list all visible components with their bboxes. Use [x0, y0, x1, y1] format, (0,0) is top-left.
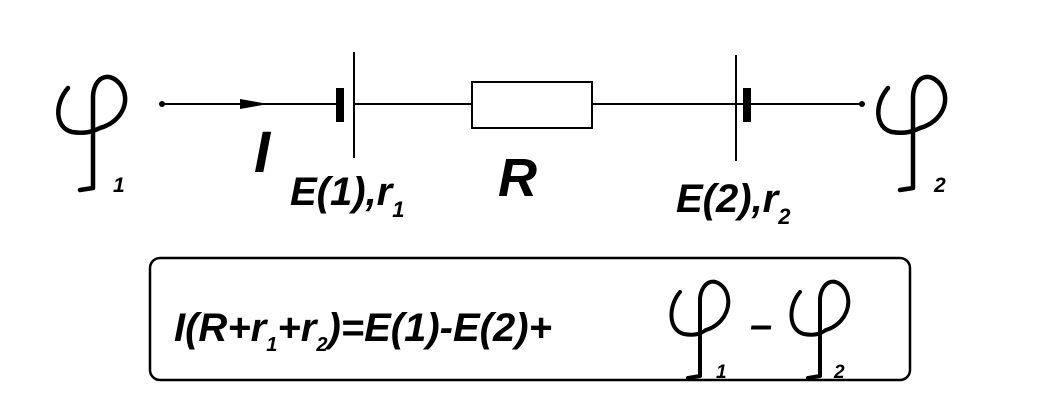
formula-sub-r2: 2 — [315, 334, 327, 356]
emf-2-long-plate — [735, 55, 737, 161]
formula-phi-2-index: 2 — [833, 362, 845, 383]
resistor-r — [471, 81, 593, 129]
formula-phi-1-index: 1 — [716, 362, 727, 383]
emf-1-source — [336, 52, 355, 158]
terminal-2-dot — [859, 101, 865, 107]
formula-text: I(R+r1+r2)=E(1)-E(2)+ — [174, 306, 552, 356]
resistor-label: R — [498, 148, 537, 208]
formula-box — [148, 256, 912, 382]
potential-phi-1-symbol — [56, 74, 128, 193]
emf-1-label-index: 1 — [392, 197, 404, 222]
emf-1-long-plate — [353, 52, 355, 158]
potential-phi-2-symbol — [876, 74, 948, 193]
formula-rhs: )=E(1)-E(2)+ — [323, 306, 552, 350]
formula-minus: – — [750, 303, 772, 347]
emf-2-label-main: E(2),r — [676, 177, 781, 221]
current-label: I — [254, 120, 272, 185]
emf-2-short-plate — [743, 88, 751, 122]
formula-phi-1-stem — [686, 279, 731, 380]
formula-phi-1-symbol — [669, 279, 731, 380]
emf-2-label: E(2),r2 — [676, 177, 791, 229]
emf-2-label-index: 2 — [777, 204, 791, 229]
terminal-1-dot — [159, 101, 165, 107]
phi-1-index: 1 — [113, 174, 125, 197]
formula-plus-r: +r — [277, 306, 318, 350]
emf-2-source — [735, 55, 751, 161]
formula-lhs-open: I(R+r — [174, 306, 269, 350]
emf-1-label-main: E(1),r — [290, 170, 395, 214]
emf-1-short-plate — [336, 88, 344, 122]
phi-2-stem — [897, 74, 948, 193]
emf-1-label: E(1),r1 — [290, 170, 405, 222]
formula-sub-r1: 1 — [266, 334, 277, 356]
formula-phi-2-symbol — [789, 279, 851, 380]
phi-2-index: 2 — [933, 174, 946, 197]
formula-phi-2-stem — [806, 279, 851, 380]
current-arrow-icon — [240, 99, 268, 109]
phi-1-stem — [77, 74, 128, 193]
